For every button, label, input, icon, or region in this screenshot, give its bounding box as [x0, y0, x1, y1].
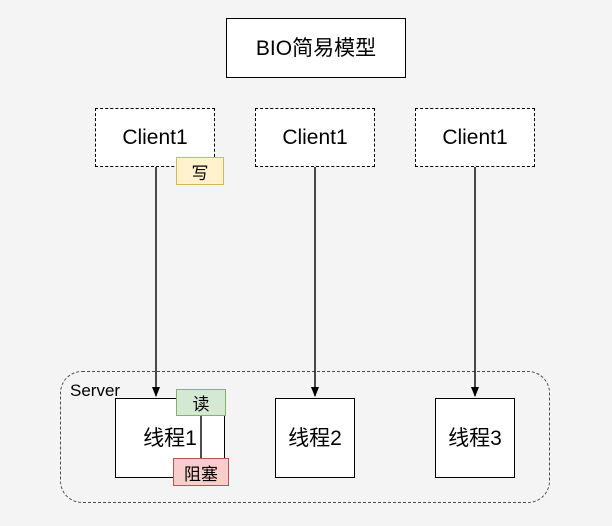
thread-box-2[interactable]: 线程2 — [275, 398, 355, 478]
badge-blocked-label: 阻塞 — [184, 464, 218, 484]
client-box-3[interactable]: Client1 — [415, 108, 535, 167]
client-label-3: Client1 — [442, 126, 508, 149]
diagram-title-box: BIO简易模型 — [226, 18, 406, 78]
badge-read: 读 — [176, 389, 226, 416]
client-label-1: Client1 — [122, 126, 188, 149]
badge-blocked: 阻塞 — [173, 458, 229, 486]
badge-write-label: 写 — [191, 163, 209, 183]
thread-label-1: 线程1 — [143, 426, 197, 450]
server-container — [60, 371, 550, 503]
client-label-2: Client1 — [282, 126, 348, 149]
badge-write: 写 — [176, 157, 224, 185]
thread-label-3: 线程3 — [448, 426, 502, 450]
thread-box-3[interactable]: 线程3 — [435, 398, 515, 478]
badge-read-label: 读 — [192, 395, 210, 414]
server-label: Server — [70, 381, 121, 400]
client-box-1[interactable]: Client1 — [95, 108, 215, 167]
diagram-title-text: BIO简易模型 — [255, 36, 377, 60]
client-box-2[interactable]: Client1 — [255, 108, 375, 167]
thread-label-2: 线程2 — [288, 426, 342, 450]
